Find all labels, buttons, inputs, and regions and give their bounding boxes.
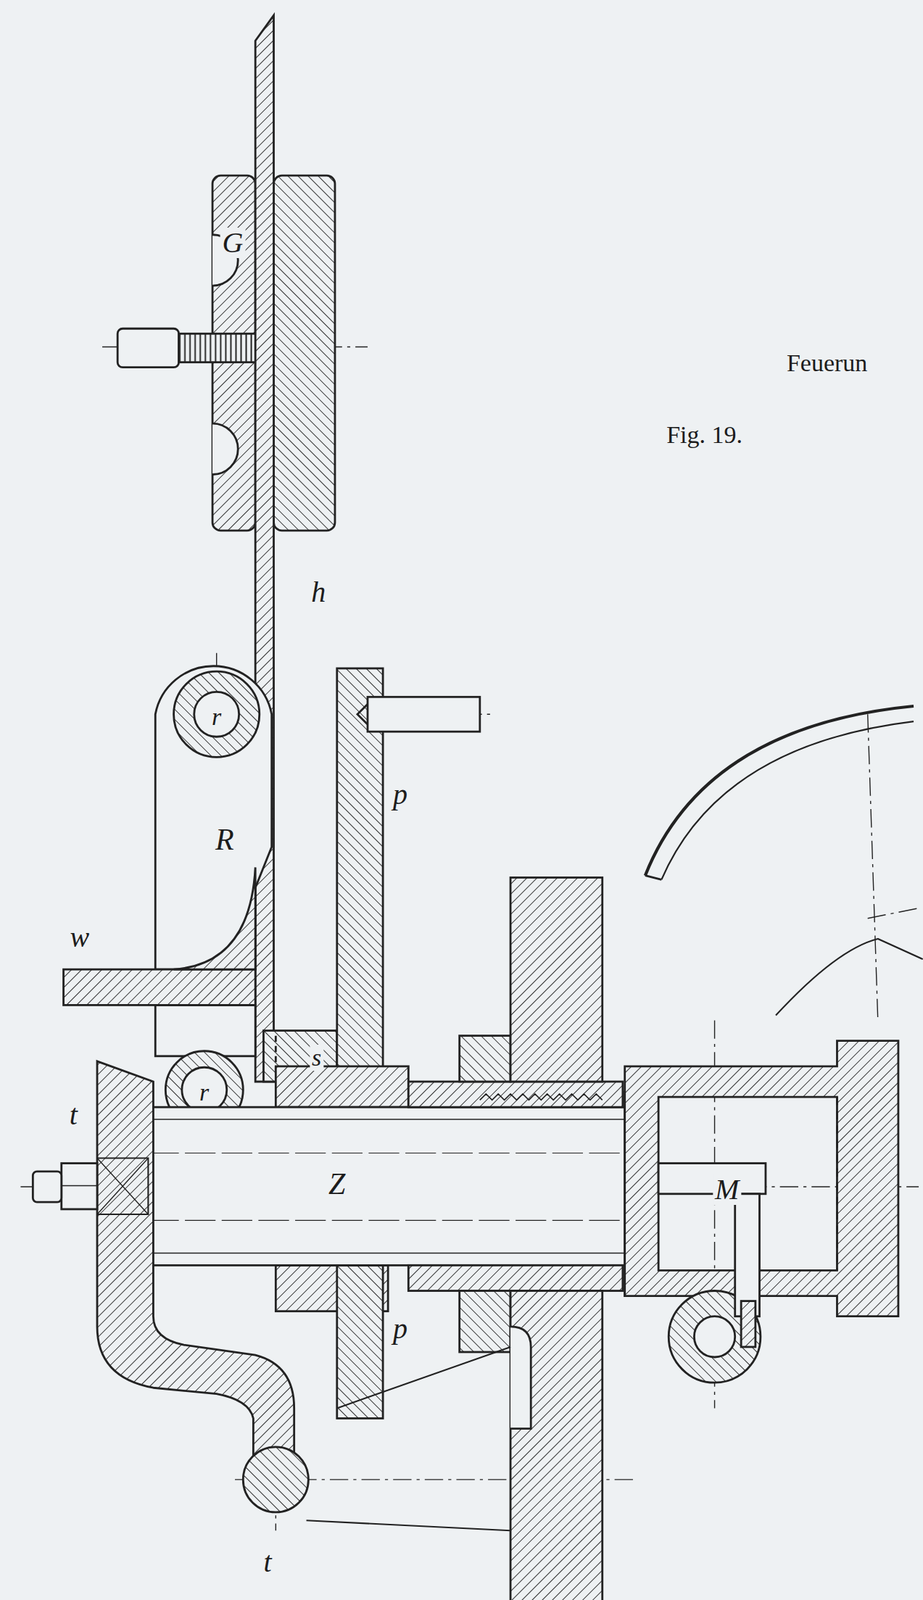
part-letter: w: [67, 922, 92, 953]
part-letter: h: [308, 577, 328, 608]
part-letter: p: [390, 1313, 410, 1345]
fig-label: Fig. 19.: [664, 421, 745, 449]
fig-label: Feuerun: [784, 350, 870, 377]
part-letter: p: [390, 779, 410, 810]
part-letter: Z: [326, 1168, 348, 1200]
part-letter: r: [197, 1079, 211, 1106]
part-letter: M: [712, 1174, 742, 1206]
part-letter: r: [209, 704, 224, 731]
part-letter: s: [309, 1044, 324, 1071]
part-letter: R: [213, 823, 237, 856]
part-letter: t: [261, 1547, 274, 1578]
part-letter: t: [67, 1099, 80, 1131]
part-letter: G: [220, 227, 246, 259]
